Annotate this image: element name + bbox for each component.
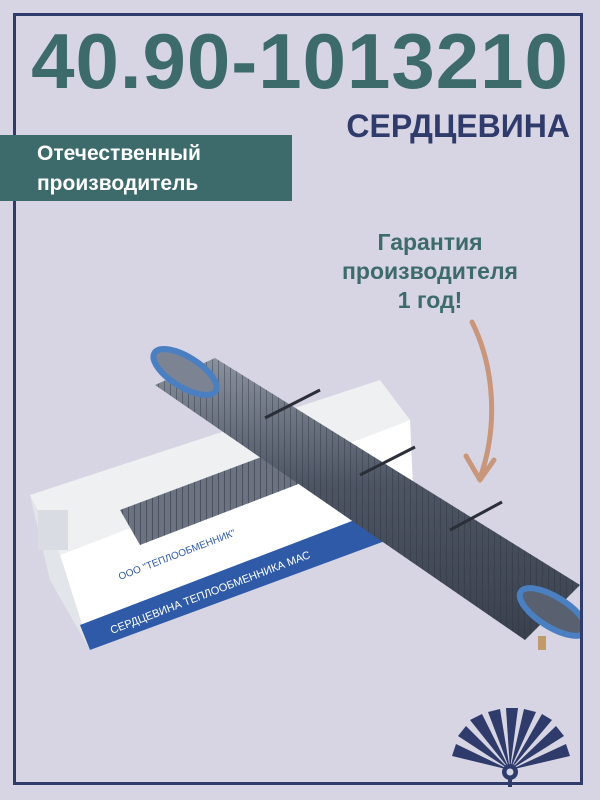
arrow-down-icon	[463, 319, 497, 483]
fan-logo-icon	[452, 708, 570, 787]
product-name: СЕРДЦЕВИНА	[346, 108, 570, 144]
product-photo: СЕРДЦЕВИНА ТЕПЛООБМЕННИКА МАС ООО "ТЕПЛО…	[30, 346, 580, 650]
heat-exchanger-core	[150, 346, 580, 650]
origin-badge: Отечественный производитель	[0, 135, 292, 201]
warranty-line2: производителя	[342, 258, 518, 284]
warranty-line1: Гарантия	[377, 229, 483, 255]
origin-badge-line1: Отечественный	[37, 142, 201, 165]
sku-title: 40.90-1013210	[31, 17, 569, 105]
warranty-line3: 1 год!	[397, 287, 463, 313]
warranty-text: Гарантия производителя 1 год!	[320, 228, 540, 315]
page-frame	[13, 13, 583, 785]
origin-badge-line2: производитель	[37, 172, 199, 195]
